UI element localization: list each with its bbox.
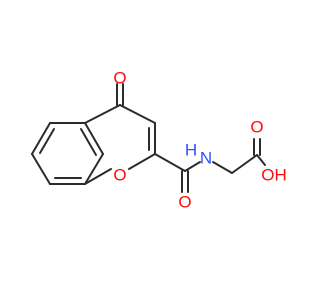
bond	[84, 168, 112, 185]
atom-label-o-ring: O	[113, 165, 126, 184]
atom-labels: O O O N H O OH	[113, 68, 286, 211]
bond	[231, 154, 258, 174]
atom-label-o-ketone: O	[113, 68, 126, 87]
atom-label-o-amide: O	[178, 192, 191, 211]
atom-label-oh-acid: OH	[261, 165, 287, 184]
atom-label-n-amide: N	[200, 148, 212, 167]
bond	[184, 161, 201, 172]
bond	[256, 154, 266, 166]
bond	[154, 153, 186, 172]
bond	[84, 153, 104, 185]
chemical-structure-diagram: O O O N H O OH	[31, 68, 287, 211]
structure-canvas: O O O N H O OH	[31, 68, 287, 211]
bond	[119, 104, 156, 124]
bond	[80, 128, 97, 156]
atom-label-o-acid: O	[250, 117, 263, 136]
bond	[39, 128, 55, 154]
bonds	[31, 83, 266, 193]
bond	[128, 153, 156, 170]
bond	[31, 153, 51, 185]
bond	[84, 122, 104, 155]
bond	[212, 161, 233, 174]
bond	[31, 122, 51, 155]
atom-label-h-amide: H	[185, 140, 197, 159]
bond	[84, 104, 121, 124]
